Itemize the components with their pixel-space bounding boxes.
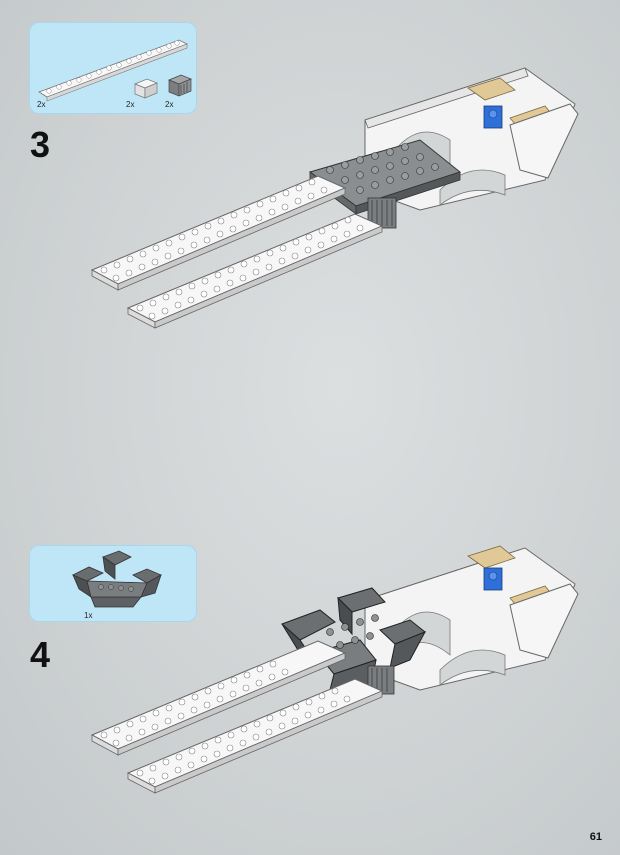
step-3-parts-illustration: [38, 39, 192, 102]
step-3-parts-callout: 2x 2x 2x: [29, 22, 197, 114]
white-plate-upper: [90, 640, 347, 756]
dark-gray-slope-assembly-icon: [72, 550, 162, 608]
white-plate-lower: [126, 213, 384, 329]
white-plate-2x16-icon: [38, 39, 188, 102]
white-plate-lower: [126, 678, 384, 794]
part-qty-label: 2x: [37, 100, 46, 109]
part-qty-label: 2x: [126, 100, 135, 109]
step-4-parts-callout: 1x: [29, 545, 197, 622]
step-number: 4: [30, 634, 51, 675]
page-number: 61: [589, 831, 602, 843]
step-4-parts-illustration: [72, 550, 162, 608]
white-fuselage-body: [364, 545, 579, 691]
gray-grille-brick-icon: [168, 74, 192, 97]
white-slope-brick-icon: [134, 78, 158, 99]
step-number: 3: [30, 124, 51, 165]
part-qty-label: 1x: [84, 611, 93, 620]
part-qty-label: 2x: [165, 100, 174, 109]
white-plate-upper: [90, 175, 347, 291]
